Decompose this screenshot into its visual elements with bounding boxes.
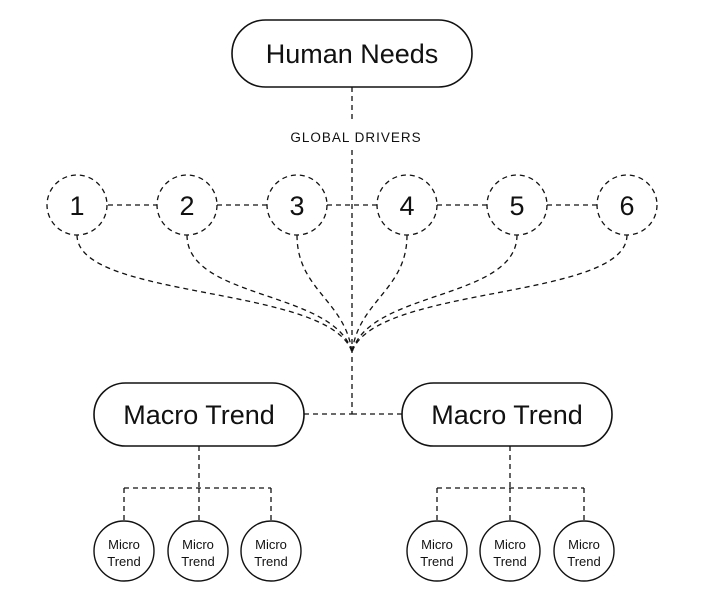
- micro-trend-circle: [93, 520, 155, 582]
- micro-trend-right-3: Micro Trend: [553, 520, 615, 582]
- driver-circle: [596, 174, 658, 236]
- driver-number: 1: [69, 191, 84, 221]
- root-pill: [231, 19, 473, 88]
- micro-trend-line2: Trend: [420, 554, 453, 569]
- driver-circle: [376, 174, 438, 236]
- connector-driver-1: [76, 234, 353, 353]
- driver-5: 5: [486, 174, 548, 236]
- micro-trend-line2: Trend: [567, 554, 600, 569]
- connector-macro-left-tree: [123, 446, 272, 520]
- macro-trend-label: Macro Trend: [431, 400, 583, 430]
- driver-2: 2: [156, 174, 218, 236]
- driver-circle: [156, 174, 218, 236]
- driver-number: 4: [399, 191, 414, 221]
- drivers-label: GLOBAL DRIVERS: [290, 130, 421, 145]
- driver-number: 6: [619, 191, 634, 221]
- macro-trend-pill: [401, 382, 613, 447]
- micro-trend-circle: [406, 520, 468, 582]
- connector-macro-right-tree: [436, 446, 585, 520]
- connectors: [76, 87, 628, 520]
- driver-4: 4: [376, 174, 438, 236]
- root-node: Human Needs: [231, 19, 473, 88]
- micro-trend-left-3: Micro Trend: [240, 520, 302, 582]
- micro-trend-line1: Micro: [255, 537, 287, 552]
- micro-trend-line2: Trend: [254, 554, 287, 569]
- drivers-label-bg: [270, 124, 434, 150]
- macro-trend-label: Macro Trend: [123, 400, 275, 430]
- micro-trend-right-2: Micro Trend: [479, 520, 541, 582]
- driver-circle: [486, 174, 548, 236]
- micro-trend-line1: Micro: [494, 537, 526, 552]
- macro-trend-pill: [93, 382, 305, 447]
- driver-circle: [266, 174, 328, 236]
- micro-trend-left-2: Micro Trend: [167, 520, 229, 582]
- connector-driver-3: [296, 234, 353, 353]
- micro-trend-line2: Trend: [181, 554, 214, 569]
- driver-6: 6: [596, 174, 658, 236]
- driver-3: 3: [266, 174, 328, 236]
- connector-driver-6: [351, 234, 628, 353]
- connector-driver-2: [186, 234, 353, 353]
- micro-trend-circle: [553, 520, 615, 582]
- micro-trend-line1: Micro: [108, 537, 140, 552]
- driver-number: 2: [179, 191, 194, 221]
- connector-driver-5: [351, 234, 518, 353]
- micro-trend-line1: Micro: [568, 537, 600, 552]
- micro-trend-left-1: Micro Trend: [93, 520, 155, 582]
- micro-trend-line1: Micro: [182, 537, 214, 552]
- driver-number: 3: [289, 191, 304, 221]
- micro-trend-circle: [240, 520, 302, 582]
- driver-number: 5: [509, 191, 524, 221]
- driver-circle: [46, 174, 108, 236]
- connector-macro-link: [304, 412, 402, 415]
- driver-1: 1: [46, 174, 108, 236]
- micro-trend-line2: Trend: [107, 554, 140, 569]
- macro-trend-right: Macro Trend: [401, 382, 613, 447]
- micro-trend-line2: Trend: [493, 554, 526, 569]
- micro-trend-circle: [167, 520, 229, 582]
- micro-trend-line1: Micro: [421, 537, 453, 552]
- macro-trend-left: Macro Trend: [93, 382, 305, 447]
- micro-trend-right-1: Micro Trend: [406, 520, 468, 582]
- root-label: Human Needs: [266, 39, 439, 69]
- micro-trend-circle: [479, 520, 541, 582]
- connector-driver-4: [351, 234, 408, 353]
